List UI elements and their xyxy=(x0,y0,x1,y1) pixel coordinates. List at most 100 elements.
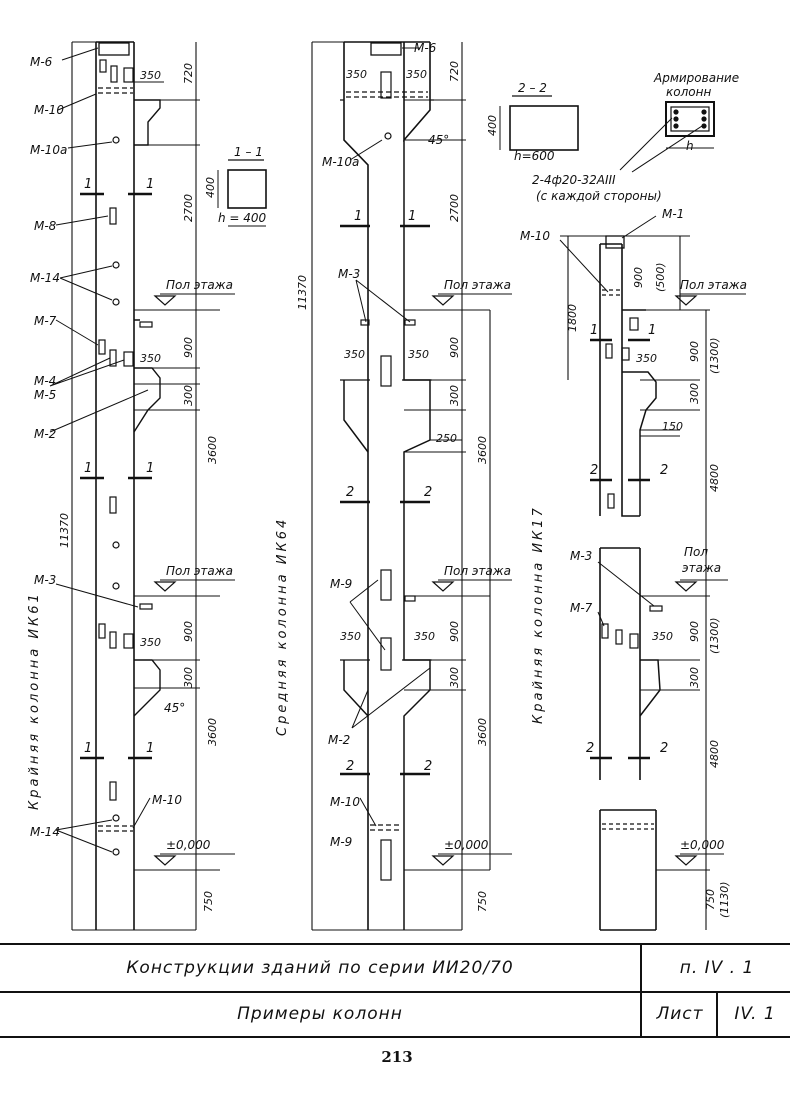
column-title-ik64: Средняя колонна ИК64 xyxy=(275,517,290,736)
dim-1800-col3: 1800 xyxy=(566,304,579,332)
sheet-label: Лист xyxy=(640,991,718,1036)
floor-label-col3-b1: Пол xyxy=(684,545,708,559)
drawing-title: Конструкции зданий по серии ИИ20/70 xyxy=(126,958,514,978)
label-m1-col3: М-1 xyxy=(662,207,684,221)
dim-750-col3: 750 xyxy=(704,889,717,910)
column-title-ik17: Крайняя колонна ИК17 xyxy=(531,505,546,724)
dim-900-col3-b: 900 xyxy=(688,341,701,362)
label-m10a-col1: М-10а xyxy=(30,143,67,157)
sheet-value: IV. 1 xyxy=(716,991,792,1036)
label-m6-col1: М-6 xyxy=(30,55,53,69)
dim-150-col3: 150 xyxy=(662,420,683,433)
drawing-subtitle: Примеры колонн xyxy=(237,1003,403,1024)
dim-11370-col2: 11370 xyxy=(296,275,309,310)
reinforcement-h: h xyxy=(686,139,694,153)
dim-350-col2-e: 350 xyxy=(340,630,361,643)
dim-3600-col1-a: 3600 xyxy=(206,436,219,464)
cut-2-left-col2-b: 2 xyxy=(346,759,354,774)
title-block: Конструкции зданий по серии ИИ20/70 п. I… xyxy=(0,943,790,1038)
dim-300-col3-a: 300 xyxy=(688,383,701,404)
dim-900-col2-b: 900 xyxy=(448,621,461,642)
cut-1-left-b: 1 xyxy=(84,461,92,476)
label-m10a-col2: М-10а xyxy=(322,155,359,169)
section-1-1 xyxy=(217,159,267,227)
dim-2700-col2: 2700 xyxy=(448,194,461,222)
reinforcement-title-2: колонн xyxy=(666,85,711,99)
dim-900-col3-a: 900 xyxy=(632,267,645,288)
label-m10-col1: М-10 xyxy=(34,103,64,117)
angle-col2: 45° xyxy=(428,133,449,147)
cut-2-right-col2-a: 2 xyxy=(424,485,432,500)
reinforcement-bars: 2-4ф20-32АIII xyxy=(532,173,616,187)
floor-label-col3-a: Пол этажа xyxy=(680,278,747,292)
zero-mark-col1: ±0,000 xyxy=(166,838,211,852)
dim-250-col2: 250 xyxy=(436,432,457,445)
cut-1-right-b: 1 xyxy=(146,461,154,476)
cut-1-right-col3: 1 xyxy=(648,323,656,338)
floor-label-col2-b: Пол этажа xyxy=(444,564,511,578)
dim-350-col2-c: 350 xyxy=(344,348,365,361)
label-m9-col2-a: М-9 xyxy=(330,577,352,591)
reinforcement-sides: (с каждой стороны) xyxy=(536,189,662,203)
section-2-2-dim-400: 400 xyxy=(486,115,499,136)
dim-900-col1-b: 900 xyxy=(182,621,195,642)
column-ik17 xyxy=(559,215,746,931)
dim-300-col1-a: 300 xyxy=(182,385,195,406)
zero-mark-col3: ±0,000 xyxy=(680,838,725,852)
dim-350-col1-a: 350 xyxy=(140,69,161,82)
dim-350-col2-f: 350 xyxy=(414,630,435,643)
cut-1-left-c: 1 xyxy=(84,741,92,756)
section-1-1-title: 1 – 1 xyxy=(234,145,263,159)
cut-2-left-col2-a: 2 xyxy=(346,485,354,500)
label-m9-col2-b: М-9 xyxy=(330,835,352,849)
label-m10-col2: М-10 xyxy=(330,795,360,809)
label-m10-col1-low: М-10 xyxy=(152,793,182,807)
dim-900-col1-a: 900 xyxy=(182,337,195,358)
dim-2700-col1: 2700 xyxy=(182,194,195,222)
floor-label-col3-b2: этажа xyxy=(682,561,721,575)
dim-750-col1: 750 xyxy=(202,891,215,912)
dim-350-col3-a: 350 xyxy=(636,352,657,365)
dim-350-col2-d: 350 xyxy=(408,348,429,361)
dim-4800-col3-a: 4800 xyxy=(708,464,721,492)
dim-750-col2: 750 xyxy=(476,891,489,912)
section-2-2-h: h=600 xyxy=(514,149,555,163)
column-ik64 xyxy=(311,41,512,931)
label-m6-col2: М-6 xyxy=(414,41,437,55)
cut-2-right-col3-b: 2 xyxy=(660,741,668,756)
dim-1130-col3: (1130) xyxy=(718,881,731,918)
column-ik61 xyxy=(49,41,235,931)
label-m10-col3: М-10 xyxy=(520,229,550,243)
cut-1-left-a: 1 xyxy=(84,177,92,192)
dim-1300-col3-a: (1300) xyxy=(708,337,721,374)
label-m2-col1: М-2 xyxy=(34,427,56,441)
dim-900-col2-a: 900 xyxy=(448,337,461,358)
cut-2-right-col3-a: 2 xyxy=(660,463,668,478)
label-m8-col1: М-8 xyxy=(34,219,57,233)
dim-900-col3-c: 900 xyxy=(688,621,701,642)
dim-3600-col2-b: 3600 xyxy=(476,718,489,746)
dim-4800-col3-b: 4800 xyxy=(708,740,721,768)
dim-350-col3-b: 350 xyxy=(652,630,673,643)
column-drawing: М-6 М-10 М-10а М-8 М-14 М-7 М-4 М-5 М-2 … xyxy=(27,41,747,931)
section-2-2 xyxy=(499,95,579,151)
dim-350-col2-a: 350 xyxy=(346,68,367,81)
zero-mark-col2: ±0,000 xyxy=(444,838,489,852)
dim-350-col1-c: 350 xyxy=(140,636,161,649)
label-m14-col1-low: М-14 xyxy=(30,825,60,839)
floor-label-col1-a: Пол этажа xyxy=(166,278,233,292)
label-m14-col1: М-14 xyxy=(30,271,60,285)
dim-500-col3: (500) xyxy=(654,262,667,292)
cut-1-right-col2: 1 xyxy=(408,209,416,224)
cut-1-right-c: 1 xyxy=(146,741,154,756)
cut-1-left-col2: 1 xyxy=(354,209,362,224)
floor-label-col2-a: Пол этажа xyxy=(444,278,511,292)
title-block-row-2: Примеры колонн Лист IV. 1 xyxy=(0,991,790,1038)
section-1-1-dim-400: 400 xyxy=(204,177,217,198)
angle-col1: 45° xyxy=(164,701,185,715)
dim-3600-col1-b: 3600 xyxy=(206,718,219,746)
label-m3-col2: М-3 xyxy=(338,267,360,281)
label-m3-col1: М-3 xyxy=(34,573,56,587)
dim-3600-col2-a: 3600 xyxy=(476,436,489,464)
dim-350-col1-b: 350 xyxy=(140,352,161,365)
